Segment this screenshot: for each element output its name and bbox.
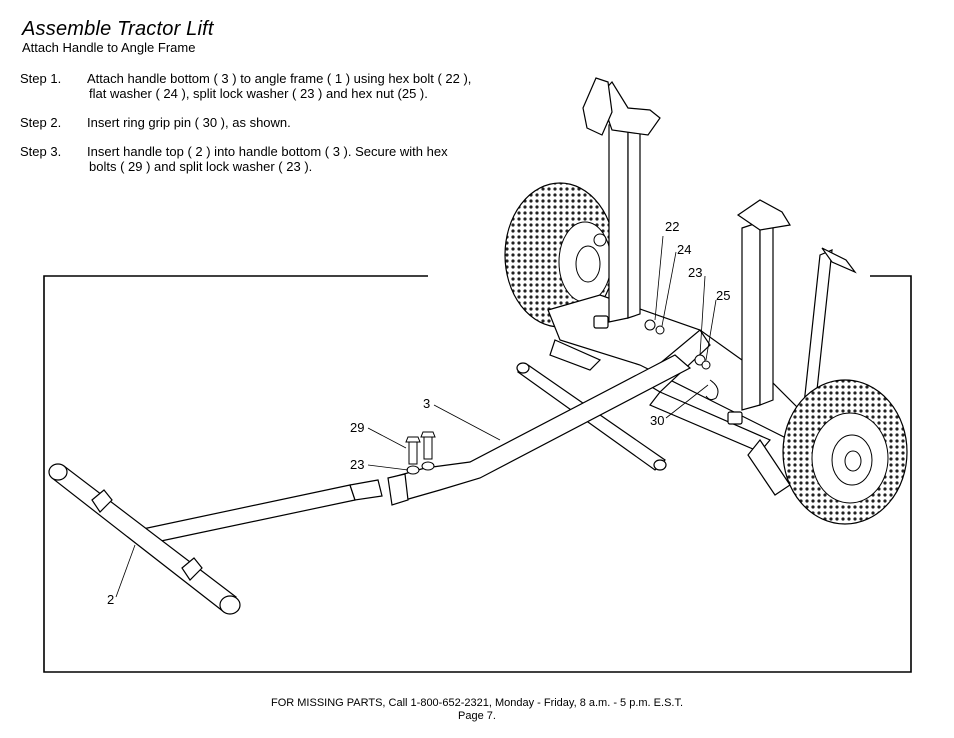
step-1-line-1: Attach handle bottom ( 3 ) to angle fram… bbox=[87, 71, 472, 86]
hex-bolts-29 bbox=[405, 431, 436, 465]
callout-2: 2 bbox=[107, 592, 114, 607]
page-title: Assemble Tractor Lift bbox=[22, 18, 214, 40]
step-3-line-2: bolts ( 29 ) and split lock washer ( 23 … bbox=[89, 159, 313, 174]
callout-24: 24 bbox=[677, 242, 691, 257]
front-right-wheel bbox=[782, 379, 908, 525]
right-front-post bbox=[736, 199, 791, 411]
page-subtitle: Attach Handle to Angle Frame bbox=[22, 40, 196, 55]
leader-lines bbox=[115, 235, 717, 598]
callouts: 22 24 23 25 3 29 23 30 2 bbox=[107, 219, 730, 607]
callout-22: 22 bbox=[665, 219, 679, 234]
footer-contact: FOR MISSING PARTS, Call 1-800-652-2321, … bbox=[270, 697, 684, 709]
callout-30: 30 bbox=[650, 413, 664, 428]
footer-page-number: Page 7. bbox=[458, 710, 496, 722]
step-3-text: Insert handle top ( 2 ) into handle bott… bbox=[87, 144, 527, 174]
callout-29: 29 bbox=[350, 420, 364, 435]
step-3-line-1: Insert handle top ( 2 ) into handle bott… bbox=[87, 144, 448, 159]
callout-23-lower: 23 bbox=[350, 457, 364, 472]
step-2-label: Step 2. bbox=[20, 115, 62, 130]
step-2-line-1: Insert ring grip pin ( 30 ), as shown. bbox=[87, 115, 291, 130]
step-1-line-2: flat washer ( 24 ), split lock washer ( … bbox=[89, 86, 428, 101]
step-3-label: Step 3. bbox=[20, 144, 62, 159]
handle-bottom-tube bbox=[387, 354, 692, 506]
step-1-text: Attach handle bottom ( 3 ) to angle fram… bbox=[87, 71, 527, 101]
frame-border bbox=[43, 275, 912, 673]
lock-washers-23 bbox=[406, 461, 435, 475]
callout-25: 25 bbox=[716, 288, 730, 303]
step-2-text: Insert ring grip pin ( 30 ), as shown. bbox=[87, 115, 527, 130]
pivot-hardware bbox=[593, 233, 719, 401]
left-rear-post bbox=[582, 77, 661, 323]
callout-23-upper: 23 bbox=[688, 265, 702, 280]
handle-top-tube bbox=[48, 463, 383, 615]
callout-3: 3 bbox=[423, 396, 430, 411]
step-1-label: Step 1. bbox=[20, 71, 62, 86]
